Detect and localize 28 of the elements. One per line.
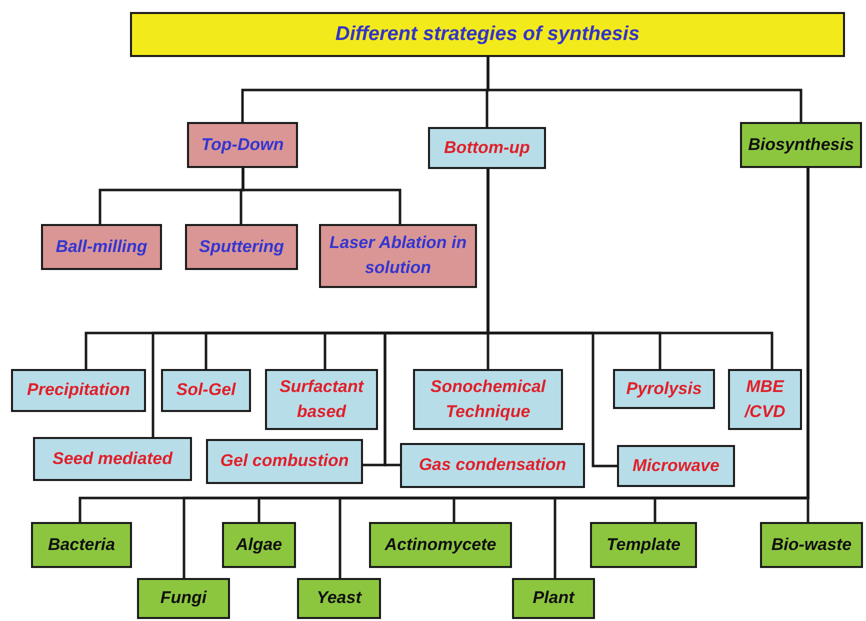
category-box: Gel combustion: [206, 439, 363, 484]
category-box: Gas condensation: [400, 443, 585, 488]
category-box: Surfactant based: [265, 369, 378, 430]
category-box: Bacteria: [31, 522, 132, 568]
connector-line: [242, 168, 402, 224]
category-box: Seed mediated: [33, 437, 192, 481]
title-box: Different strategies of synthesis: [130, 12, 845, 57]
category-box: Fungi: [137, 578, 230, 619]
category-box: Pyrolysis: [613, 369, 715, 409]
category-box: Sol-Gel: [161, 369, 251, 412]
category-box: Sputtering: [185, 224, 298, 270]
category-box: MBE /CVD: [728, 369, 802, 430]
category-box: Yeast: [297, 578, 381, 619]
category-box: Actinomycete: [369, 522, 512, 568]
category-box: Bio-waste: [760, 522, 863, 568]
category-box: Sonochemical Technique: [413, 369, 563, 430]
category-box: Template: [590, 522, 697, 568]
category-box: Biosynthesis: [740, 122, 862, 168]
category-box: Precipitation: [11, 369, 146, 412]
category-box: Algae: [222, 522, 296, 568]
connector-line: [486, 169, 617, 468]
category-box: Microwave: [617, 445, 735, 487]
category-box: Plant: [512, 578, 595, 619]
category-box: Bottom-up: [428, 127, 546, 169]
connector-line: [486, 57, 802, 122]
category-box: Ball-milling: [41, 224, 162, 270]
category-box: Laser Ablation in solution: [319, 224, 477, 288]
category-box: Top-Down: [187, 122, 298, 168]
